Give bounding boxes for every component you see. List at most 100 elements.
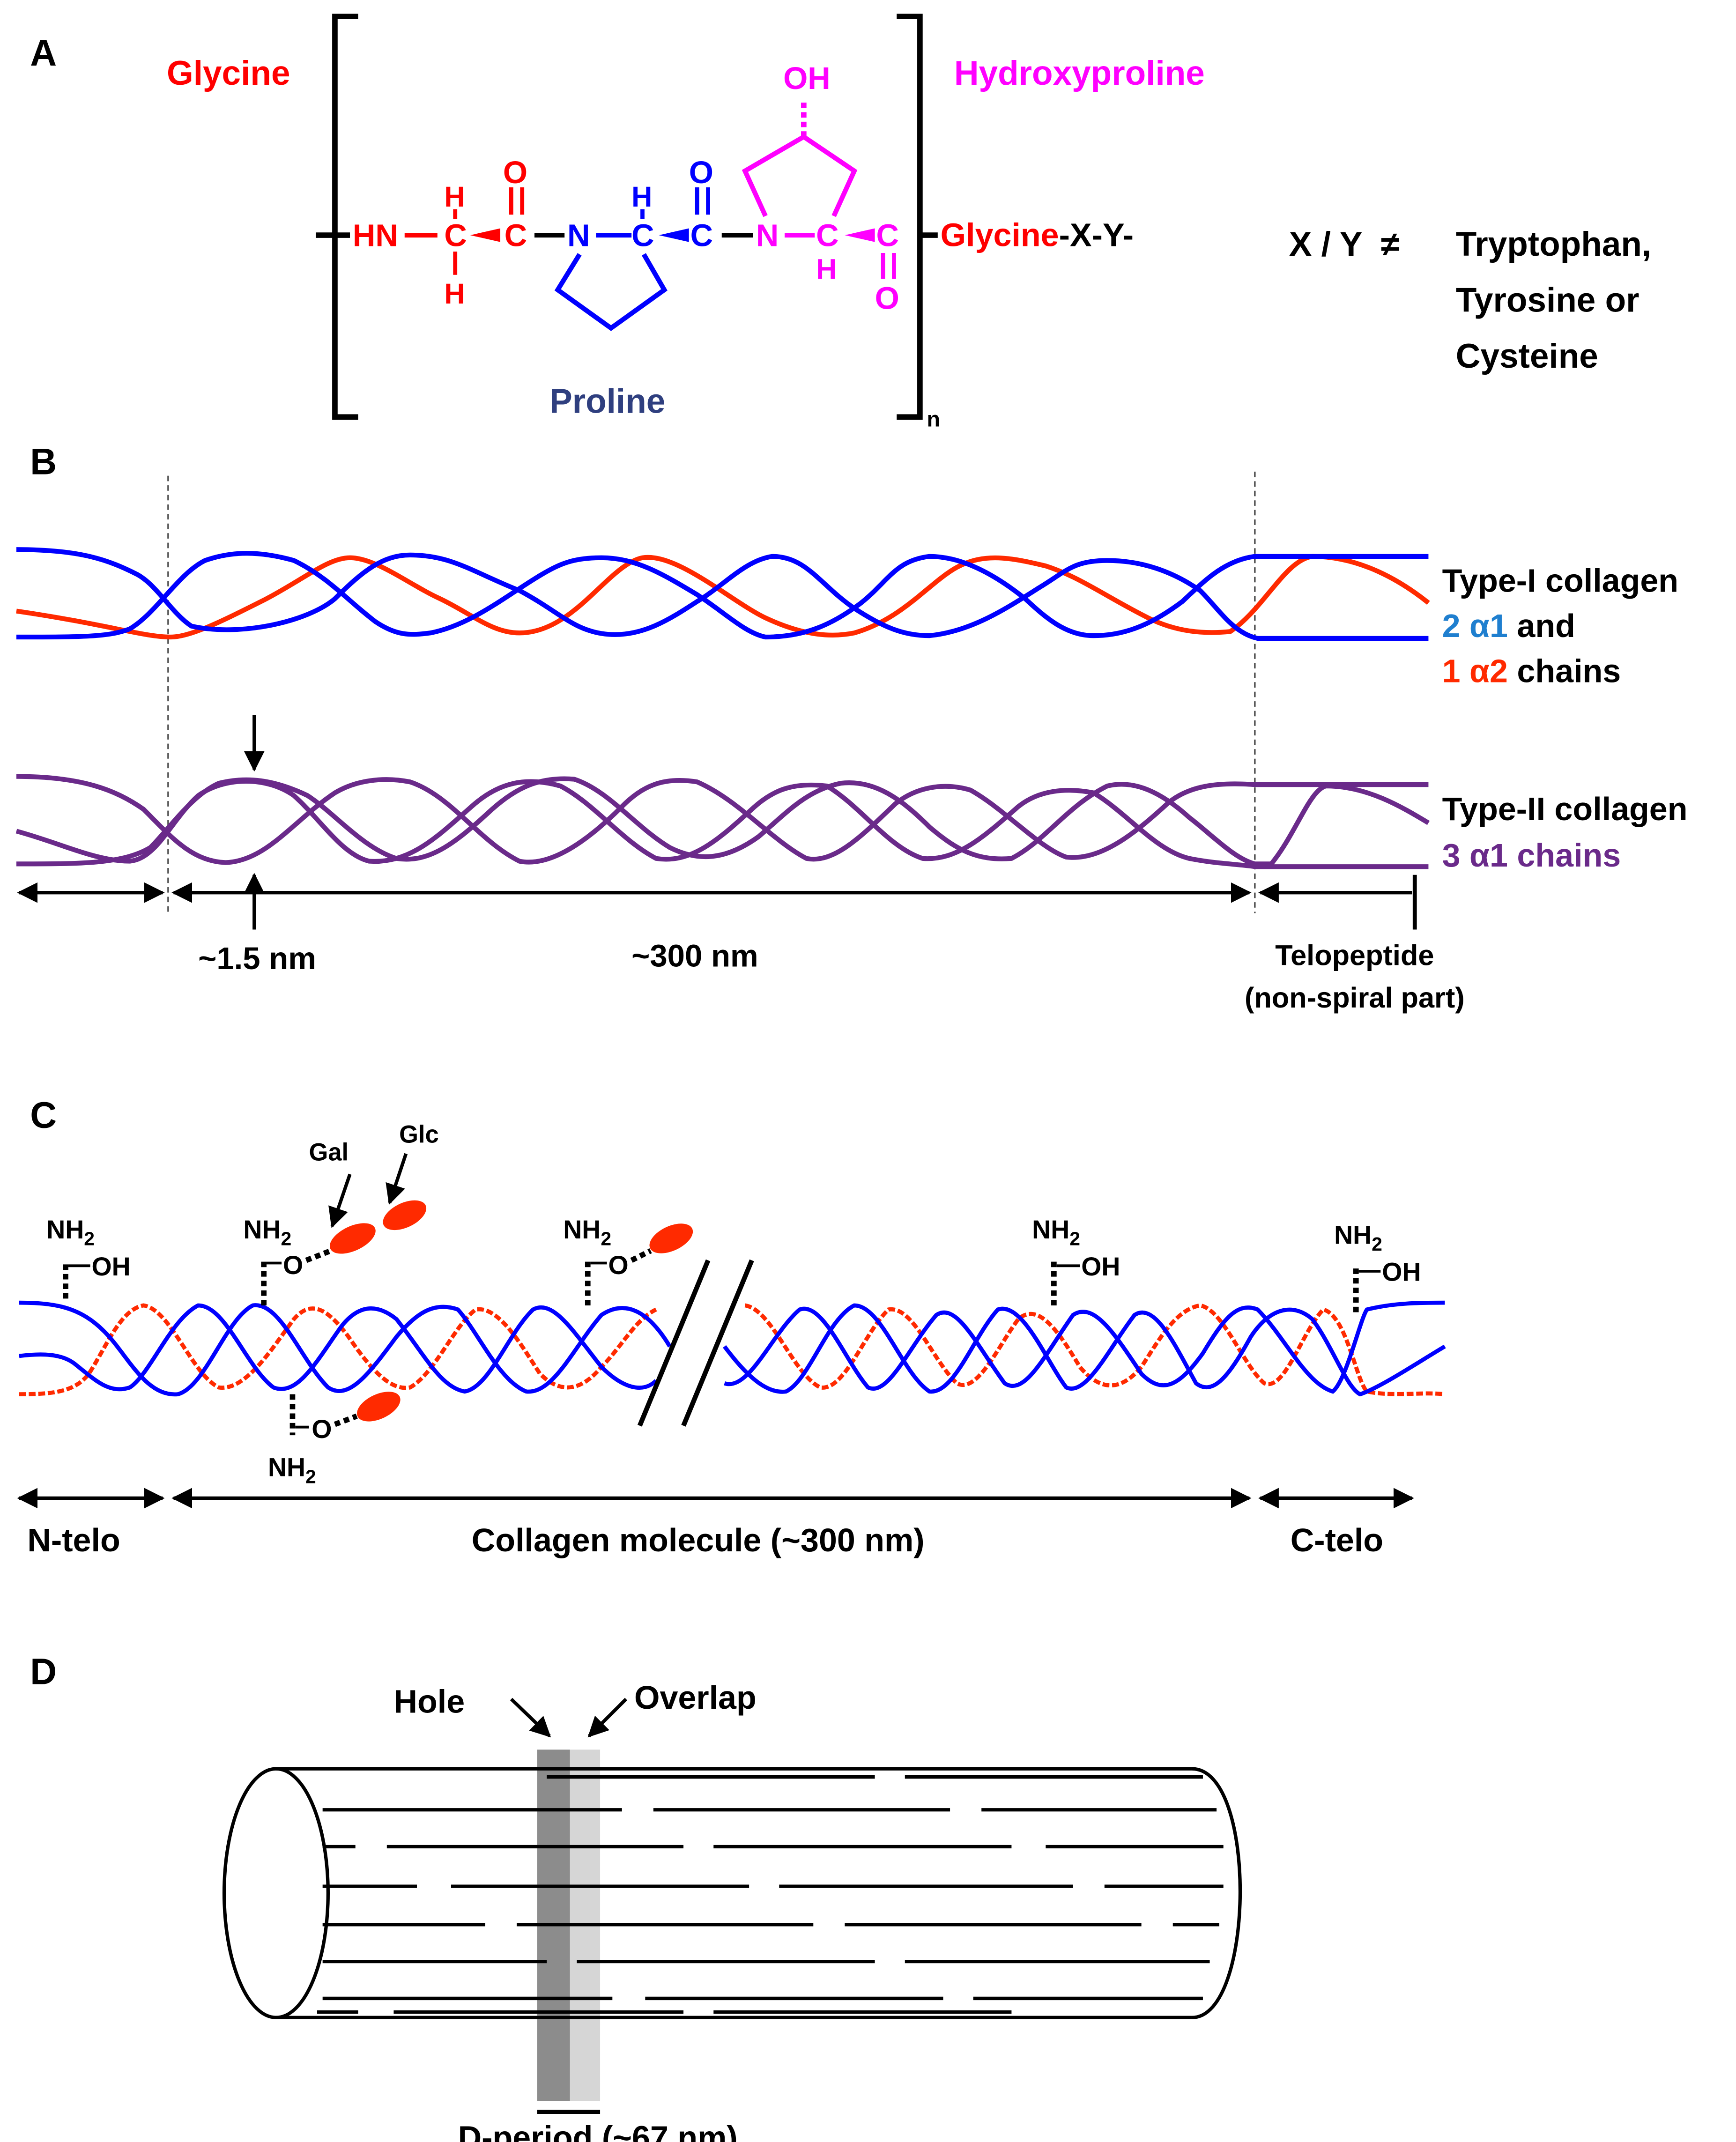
hyl-5-nh-sub: 2: [1069, 1228, 1080, 1250]
type1-line3-rest: chains: [1508, 652, 1621, 689]
type2-chain-c: [16, 776, 1430, 867]
panel-d-label: D: [30, 1651, 57, 1692]
hyl-2-o: O: [283, 1251, 303, 1280]
telopeptide-sublabel: (non-spiral part): [1245, 982, 1465, 1014]
hyl-3-nh2: NH2: [563, 1215, 611, 1250]
hyl-4-o: O: [312, 1415, 332, 1444]
overlap-arrow: [587, 1697, 628, 1738]
hyl-5-nh2: NH2: [1032, 1215, 1080, 1250]
hyl-1-oh: OH: [92, 1252, 131, 1281]
hyl-1-nh2: NH2: [46, 1215, 95, 1250]
panel-a: A Glycine Hydroxyproline Proline n HN C …: [30, 14, 1651, 431]
hyl-4: NH2 O: [268, 1392, 401, 1488]
c-telo-label: C-telo: [1291, 1522, 1383, 1558]
atom-gly-h-bottom: H: [444, 278, 465, 310]
molecule-label: Collagen molecule (~300 nm): [472, 1522, 925, 1558]
hyl-6-nh-text: NH: [1334, 1221, 1372, 1250]
repeat-subscript: n: [927, 407, 940, 431]
right-bracket: [897, 14, 923, 420]
hyl-5-oh: OH: [1081, 1252, 1120, 1281]
c-helix-right: [723, 1300, 1446, 1397]
atom-pro-h: H: [631, 181, 652, 213]
rule-line-1: Tryptophan,: [1456, 225, 1651, 263]
hydroxyproline-title: Hydroxyproline: [954, 54, 1205, 92]
type1-line3: 1 α2 chains: [1442, 652, 1621, 689]
c-helix-left: [19, 1300, 672, 1397]
wedge-gly: [470, 228, 501, 242]
type1-alpha1-chain-b: [16, 551, 1429, 640]
left-bracket: [332, 14, 358, 420]
hyl-2-nh2: NH2: [243, 1215, 291, 1250]
atom-pro-carbonyl-c: C: [690, 218, 713, 253]
type1-line2-rest: and: [1508, 608, 1575, 644]
tail-glycine: Glycine-X-Y-: [941, 216, 1134, 253]
panel-b: B Type-I collagen 2 α1 and 1 α2 chains T…: [15, 441, 1688, 1014]
hyl-6-nh-sub: 2: [1372, 1233, 1382, 1255]
tail-xy: -X-Y-: [1059, 216, 1134, 253]
proline-title: Proline: [549, 382, 665, 420]
hyl-3-nh-sub: 2: [601, 1228, 611, 1250]
atom-pro-n: N: [567, 218, 590, 253]
galactose-sugar: [329, 1223, 376, 1254]
panel-c-label: C: [30, 1095, 57, 1136]
type2-chain-a: [16, 774, 1429, 865]
telopeptide-label: Telopeptide: [1275, 939, 1434, 971]
tropocollagen-rows: [317, 1775, 1224, 2014]
diameter-label: ~1.5 nm: [198, 941, 316, 976]
hyl-1-nh-sub: 2: [84, 1228, 95, 1250]
panel-b-label: B: [30, 441, 57, 482]
c-blue-chain-right-a: [723, 1303, 1446, 1397]
panel-d: D: [30, 1651, 1242, 2142]
break-slash-2: [681, 1259, 754, 1427]
atom-hyp-o: O: [875, 281, 899, 316]
type1-title: Type-I collagen: [1442, 563, 1678, 599]
hyl-3: NH2 O: [563, 1215, 693, 1305]
hyl-4-nh2: NH2: [268, 1453, 316, 1488]
type2-helix: [15, 774, 1430, 869]
glucose-label: Glc: [399, 1121, 439, 1149]
atom-hyp-n: N: [756, 218, 779, 253]
rule-line-3: Cysteine: [1456, 337, 1598, 375]
type1-alpha1-count: 2: [1442, 608, 1461, 644]
hyl-6-nh2: NH2: [1334, 1221, 1382, 1255]
galactose-label: Gal: [309, 1139, 349, 1166]
glycine-title: Glycine: [167, 54, 290, 92]
panel-c: C NH2 OH NH2 O: [17, 1095, 1446, 1558]
fibril-cylinder: [222, 1767, 1242, 2019]
gal-arrow: [328, 1173, 352, 1228]
type1-alpha1-chain-label: α1: [1469, 608, 1508, 644]
atom-hyp-h: H: [816, 253, 837, 285]
atom-gly-carbonyl-c: C: [504, 218, 527, 253]
atom-gly-h-top: H: [444, 181, 465, 213]
overlap-label: Overlap: [634, 1679, 757, 1716]
atom-pro-o: O: [689, 155, 713, 190]
hole-label: Hole: [393, 1683, 465, 1720]
glc-arrow: [386, 1153, 408, 1205]
hyl-3-nh-text: NH: [563, 1215, 601, 1244]
hyl-4-nh-text: NH: [268, 1453, 305, 1482]
hyl-3-sugar-bond: [630, 1248, 652, 1263]
type1-alpha2-chain-label: α2: [1469, 652, 1508, 689]
hyl-6: NH2 OH: [1334, 1221, 1421, 1312]
break-slash-1: [637, 1259, 711, 1427]
hydroxyproline-ring: [742, 133, 858, 217]
length-label: ~300 nm: [631, 938, 758, 973]
wedge-pro: [659, 228, 689, 242]
atom-gly-o: O: [503, 155, 527, 190]
fibril-right-cap: [1192, 1767, 1242, 2019]
n-telo-label: N-telo: [27, 1522, 120, 1558]
hyl-2-sugar-bond: [305, 1248, 332, 1263]
d-period-label: D-period (~67 nm): [458, 2119, 738, 2142]
atom-pro-c: C: [631, 218, 654, 253]
hyl-5: NH2 OH: [1032, 1215, 1120, 1305]
type2-title: Type-II collagen: [1442, 791, 1688, 827]
hyl-2-nh-text: NH: [243, 1215, 281, 1244]
fibril-end-face: [222, 1767, 330, 2019]
type1-alpha2-chain: [16, 554, 1430, 640]
hyl-4-nh-sub: 2: [305, 1466, 316, 1487]
hyl-4-sugar: [357, 1392, 401, 1422]
c-red-chain-left: [19, 1303, 657, 1397]
c-blue-chain-left-a: [19, 1300, 672, 1397]
type1-alpha2-count: 1: [1442, 652, 1461, 689]
